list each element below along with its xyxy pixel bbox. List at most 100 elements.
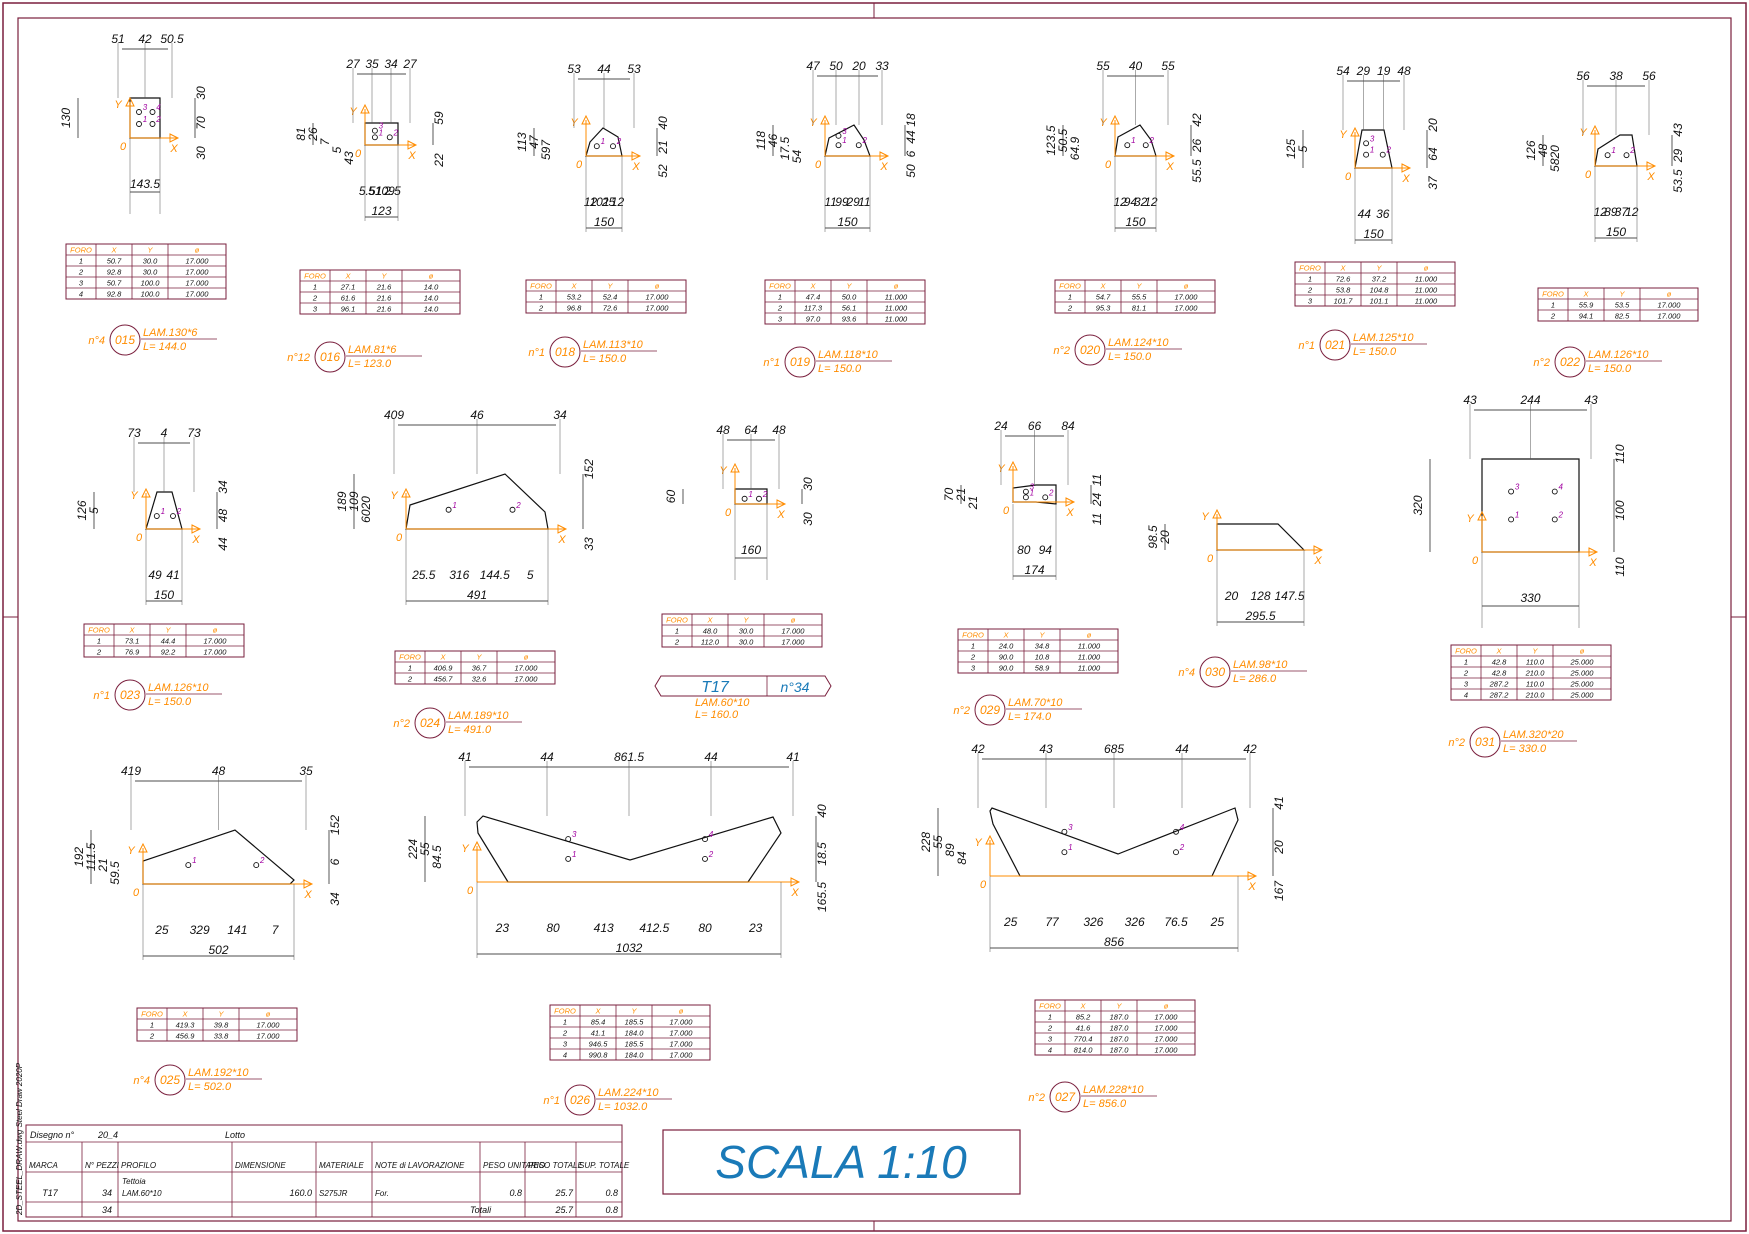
hole-number: 2 <box>1149 136 1155 145</box>
hole-number: 2 <box>393 128 399 137</box>
dimension-text-overall: 491 <box>467 588 487 602</box>
hole-table-cell: 419.3 <box>176 1021 196 1030</box>
dimension-text-right: 37 <box>1426 175 1440 190</box>
dimension-text-right: 24 <box>1090 493 1104 508</box>
hole-table-cell: 17.000 <box>670 1029 694 1038</box>
dimension-text-bottom: 77 <box>1045 915 1060 929</box>
dimension-text-top: 685 <box>1104 742 1124 756</box>
origin-label: 0 <box>576 159 583 171</box>
x-axis-arrow <box>1165 151 1176 161</box>
dimension-text-top: 64 <box>744 423 758 437</box>
dimension-text-bottom: 29 <box>845 195 860 209</box>
dimension-text-left: 17.5 <box>778 136 792 160</box>
origin-label: 0 <box>725 507 732 519</box>
part-length: L= 330.0 <box>1503 743 1547 755</box>
hole-table-cell: 1 <box>1464 658 1468 667</box>
bolt-hole <box>136 121 142 127</box>
dimension-text-right: 34 <box>328 892 342 906</box>
part-quantity: n°4 <box>1178 667 1195 679</box>
dimension-text-bottom: 25.5 <box>411 568 436 582</box>
dimension-text-right: 110 <box>1613 444 1627 463</box>
part-mark: 029 <box>980 703 1000 717</box>
dimension-text-bottom: 25 <box>154 923 169 937</box>
hole-table-header: ø <box>679 1007 684 1016</box>
hole-table-cell: 17.000 <box>257 1021 281 1030</box>
assembly-count: n°34 <box>781 679 810 695</box>
dimension-text-bottom: 147.5 <box>1274 589 1304 603</box>
part-quantity: n°1 <box>763 357 780 369</box>
dimension-text-right: 18 <box>904 113 918 127</box>
hole-table-cell: 17.000 <box>1155 1035 1179 1044</box>
row-material: S275JR <box>319 1189 348 1198</box>
hole-number: 1 <box>572 850 576 859</box>
title-block-header: DIMENSIONE <box>235 1161 286 1170</box>
dimension-text-top: 19 <box>1377 64 1391 78</box>
bolt-hole <box>149 109 156 115</box>
dimension-text-top: 42 <box>971 742 985 756</box>
bolt-hole <box>1379 151 1386 158</box>
hole-table-header: Y <box>631 1007 637 1016</box>
dimension-text-top: 44 <box>540 750 554 764</box>
title-block-border <box>25 1124 623 1218</box>
hole-table-cell: 17.000 <box>670 1051 694 1060</box>
y-axis-arrow <box>401 487 411 498</box>
dimension-text-right: 30 <box>194 146 208 160</box>
hole-table-cell: 41.6 <box>1076 1024 1091 1033</box>
drawing-number: 20_4 <box>97 1130 118 1140</box>
hole-table-header: FORO <box>141 1010 163 1019</box>
hole-table-cell: 11.000 <box>885 315 908 324</box>
x-axis-label: X <box>1165 161 1174 173</box>
plate-outline <box>405 473 549 530</box>
hole-table-cell: 14.0 <box>424 294 439 303</box>
dimension-text-right: 43 <box>1671 123 1685 137</box>
hole-table-cell: 990.8 <box>589 1051 609 1060</box>
dimension-text-bottom: 23 <box>495 921 510 935</box>
hole-table-cell: 58.9 <box>1035 664 1050 673</box>
part-profile: LAM.81*6 <box>348 344 397 356</box>
origin-label: 0 <box>467 885 474 897</box>
hole-table-border <box>661 613 823 648</box>
dimension-text-bottom: 12 <box>1625 205 1639 219</box>
plate-outline <box>1216 523 1306 551</box>
hole-table-cell: 17.000 <box>1175 304 1199 313</box>
dimension-text-right: 30 <box>801 477 815 491</box>
dimension-text-bottom: 7 <box>272 923 280 937</box>
y-axis-arrow <box>1350 126 1360 137</box>
hole-table-cell: 55.9 <box>1579 301 1594 310</box>
hole-number: 2 <box>616 137 622 146</box>
title-block-header: N° PEZZI <box>85 1161 120 1170</box>
dimension-text-bottom: 44 <box>1358 207 1372 221</box>
part-length: L= 150.0 <box>1353 346 1397 358</box>
hole-table-cell: 11.000 <box>1415 286 1438 295</box>
hole-table-cell: 112.0 <box>701 638 720 647</box>
dimension-text-right: 165.5 <box>815 882 829 912</box>
dimension-text-left: 6020 <box>359 496 373 523</box>
hole-table-header: FORO <box>88 626 110 635</box>
hole-table-cell: 1 <box>313 283 317 292</box>
dimension-text-top: 43 <box>1463 393 1477 407</box>
dimension-text-top: 44 <box>704 750 718 764</box>
hole-table-header: FORO <box>666 616 688 625</box>
dimension-text-overall: 150 <box>594 215 614 229</box>
hole-number: 2 <box>708 850 714 859</box>
origin-label: 0 <box>1105 159 1112 171</box>
origin-label: 0 <box>355 148 362 160</box>
hole-table-cell: 1 <box>539 293 543 302</box>
hole-table-cell: 210.0 <box>1525 669 1546 678</box>
bolt-hole <box>1623 152 1630 159</box>
dimension-text-overall: 1032 <box>616 941 643 955</box>
part-mark-circle <box>1319 329 1351 361</box>
hole-number: 2 <box>1558 510 1564 519</box>
hole-table-cell: 53.5 <box>1615 301 1630 310</box>
dimension-text-top: 35 <box>299 764 313 778</box>
part-mark: 016 <box>320 350 340 364</box>
